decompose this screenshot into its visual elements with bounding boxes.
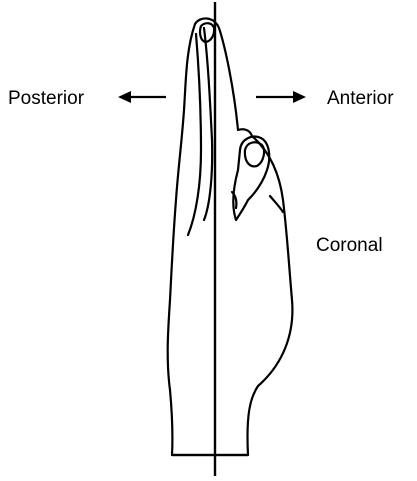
anterior-label: Anterior xyxy=(327,89,394,108)
arrow-right-icon xyxy=(256,91,306,103)
thumb-crease-right xyxy=(270,196,283,212)
posterior-label: Posterior xyxy=(8,89,84,108)
coronal-label: Coronal xyxy=(316,236,383,255)
finger-nail xyxy=(200,23,214,42)
arrow-left-icon xyxy=(118,91,166,103)
hand-outline xyxy=(168,18,293,455)
inner-contour-line xyxy=(188,34,201,235)
finger-fold-line xyxy=(204,28,212,220)
